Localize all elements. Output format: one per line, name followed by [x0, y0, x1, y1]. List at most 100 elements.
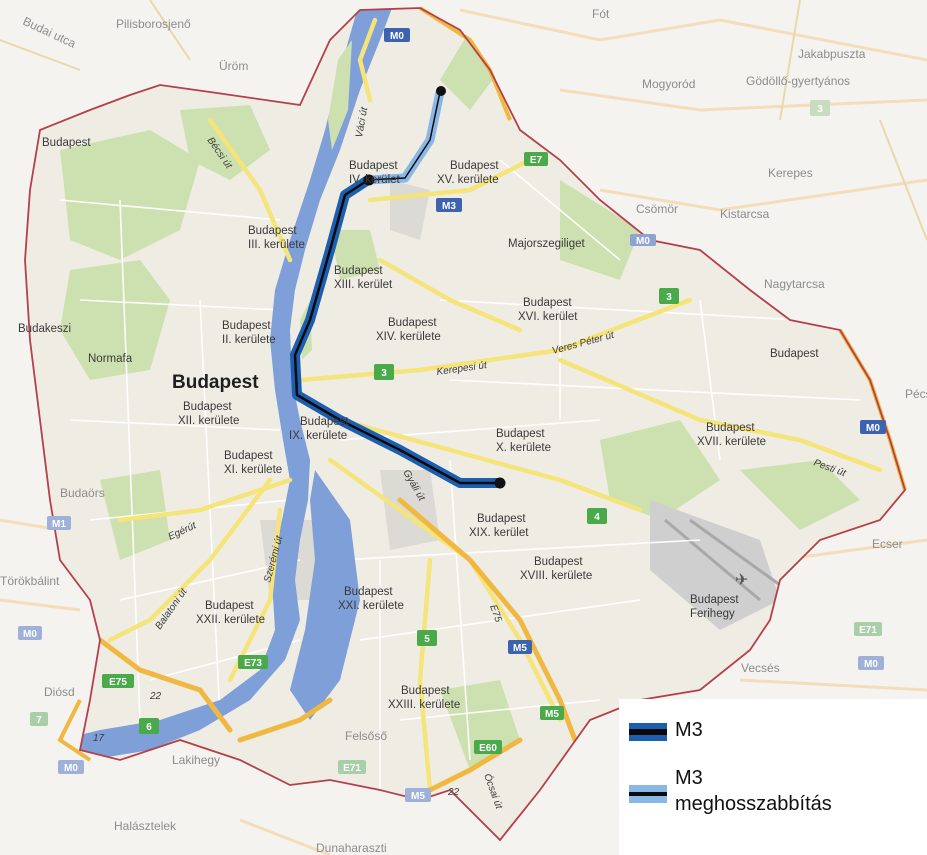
shield-m0-west: M0: [18, 626, 42, 640]
svg-text:XI. kerülete: XI. kerülete: [224, 464, 282, 476]
parks: [60, 30, 860, 770]
svg-text:M0: M0: [390, 31, 404, 42]
svg-text:Majorszegiliget: Majorszegiliget: [508, 238, 586, 250]
svg-text:M1: M1: [52, 519, 66, 530]
svg-text:Budapest: Budapest: [222, 320, 271, 332]
svg-text:E60: E60: [479, 743, 497, 754]
shield-m5-a: M5: [508, 640, 532, 654]
road-shields: M0 M3 E7 3 3 3 M0 M0 4 M1 M0 5 M5 M5 E75…: [18, 28, 886, 802]
svg-text:XII. kerülete: XII. kerülete: [178, 415, 239, 427]
shield-e71-east: E71: [854, 622, 882, 636]
map-legend: M3 M3 meghosszabbítás: [619, 699, 927, 855]
svg-text:M5: M5: [411, 791, 425, 802]
svg-text:Budapest: Budapest: [300, 416, 349, 428]
shield-7: 7: [30, 712, 48, 726]
svg-text:XXIII. kerülete: XXIII. kerülete: [388, 699, 460, 711]
shield-e73: E73: [238, 655, 268, 669]
svg-text:XIII. kerület: XIII. kerület: [334, 279, 393, 291]
shield-4: 4: [587, 508, 607, 524]
svg-text:XVII. kerülete: XVII. kerülete: [697, 436, 766, 448]
shield-3-center: 3: [374, 364, 394, 380]
district-labels: Budapest IV. kerület Budapest XV. kerülete…: [178, 160, 766, 711]
svg-text:Normafa: Normafa: [88, 353, 133, 365]
svg-text:17: 17: [93, 733, 105, 744]
svg-text:Budapest: Budapest: [523, 297, 572, 309]
svg-text:IX. kerülete: IX. kerülete: [289, 430, 347, 442]
shield-e75-west: E75: [102, 674, 134, 688]
city-area: [25, 8, 905, 840]
svg-text:3: 3: [666, 292, 672, 303]
svg-text:XV. kerülete: XV. kerülete: [437, 174, 499, 186]
svg-text:M0: M0: [864, 659, 878, 670]
svg-text:Kerepes: Kerepes: [768, 166, 813, 180]
shield-m0-csomor: M0: [630, 234, 656, 247]
motorways: [97, 497, 593, 793]
svg-text:3: 3: [817, 104, 823, 115]
shield-22-west: 22: [149, 691, 162, 702]
shield-m5-b: M5: [540, 706, 564, 720]
svg-text:Pilisborosjenő: Pilisborosjenő: [116, 17, 191, 31]
svg-text:IV. kerület: IV. kerület: [349, 174, 401, 186]
svg-text:Budapest: Budapest: [205, 600, 254, 612]
legend-swatch-m3-extension: [629, 785, 667, 803]
shield-5: 5: [417, 630, 437, 646]
shield-m1: M1: [47, 516, 71, 530]
shield-m3-north: M3: [436, 198, 462, 212]
airport-area: [650, 500, 780, 630]
svg-text:Vecsés: Vecsés: [741, 661, 780, 675]
svg-text:Ecser: Ecser: [872, 537, 903, 551]
danube-river: [60, 8, 395, 760]
svg-text:M0: M0: [64, 763, 78, 774]
m3-line: [290, 175, 505, 488]
legend-swatch-m3: [629, 723, 667, 741]
svg-text:M0: M0: [636, 236, 650, 247]
svg-text:Gödöllő-gyertyános: Gödöllő-gyertyános: [746, 74, 850, 88]
svg-text:Felsőső: Felsőső: [345, 729, 387, 743]
svg-text:M5: M5: [545, 709, 559, 720]
svg-text:II. kerülete: II. kerülete: [222, 334, 276, 346]
svg-text:Budaörs: Budaörs: [60, 486, 105, 500]
shield-m0-sw: M0: [58, 760, 84, 774]
outside-minor-roads: [0, 0, 927, 241]
rackeve-danube-arm: [290, 470, 360, 720]
svg-text:E71: E71: [343, 763, 361, 774]
svg-text:Budapest: Budapest: [388, 317, 437, 329]
svg-text:Nagytarcsa: Nagytarcsa: [764, 277, 825, 291]
svg-text:Budapest: Budapest: [248, 225, 297, 237]
legend-label-m3: M3: [675, 719, 703, 741]
shield-22-south: 22: [447, 787, 460, 798]
m3-ujpest-kozpont-station: [363, 174, 375, 186]
svg-text:Törökbálint: Törökbálint: [0, 574, 60, 588]
svg-text:M0: M0: [866, 423, 880, 434]
svg-text:22: 22: [447, 787, 460, 798]
svg-text:Budapest: Budapest: [477, 513, 526, 525]
svg-text:Halásztelek: Halásztelek: [114, 819, 177, 833]
svg-text:6: 6: [146, 722, 152, 733]
svg-text:Kistarcsa: Kistarcsa: [720, 207, 770, 221]
legend-sublabel-m3-extension: meghosszabbítás: [675, 793, 832, 815]
m3-extension-line: [363, 87, 445, 185]
svg-text:E75: E75: [109, 677, 127, 688]
minor-streets: [59, 159, 861, 790]
legend-label-m3-extension: M3: [675, 767, 703, 789]
svg-text:Budapest: Budapest: [334, 265, 383, 277]
shield-e7: E7: [524, 152, 548, 166]
svg-text:Lakihegy: Lakihegy: [172, 753, 220, 767]
svg-text:M5: M5: [513, 643, 527, 654]
svg-text:Budapest: Budapest: [401, 685, 450, 697]
shield-6: 6: [139, 718, 159, 734]
m3-extension-terminus-station: [436, 86, 446, 96]
